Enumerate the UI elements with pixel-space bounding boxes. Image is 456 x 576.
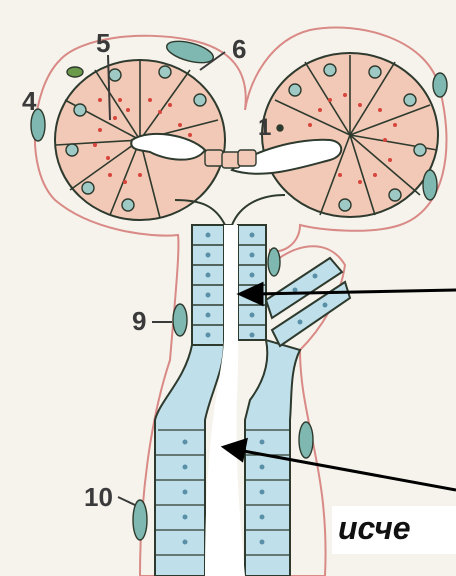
caption-text: исче xyxy=(338,512,411,544)
label-10: 10 xyxy=(84,484,113,510)
label-5: 5 xyxy=(96,30,110,56)
label-1: 1 xyxy=(258,116,271,140)
left-acinus xyxy=(55,60,225,220)
label-6: 6 xyxy=(232,36,246,62)
label-9: 9 xyxy=(132,308,146,334)
label-4: 4 xyxy=(22,88,36,114)
